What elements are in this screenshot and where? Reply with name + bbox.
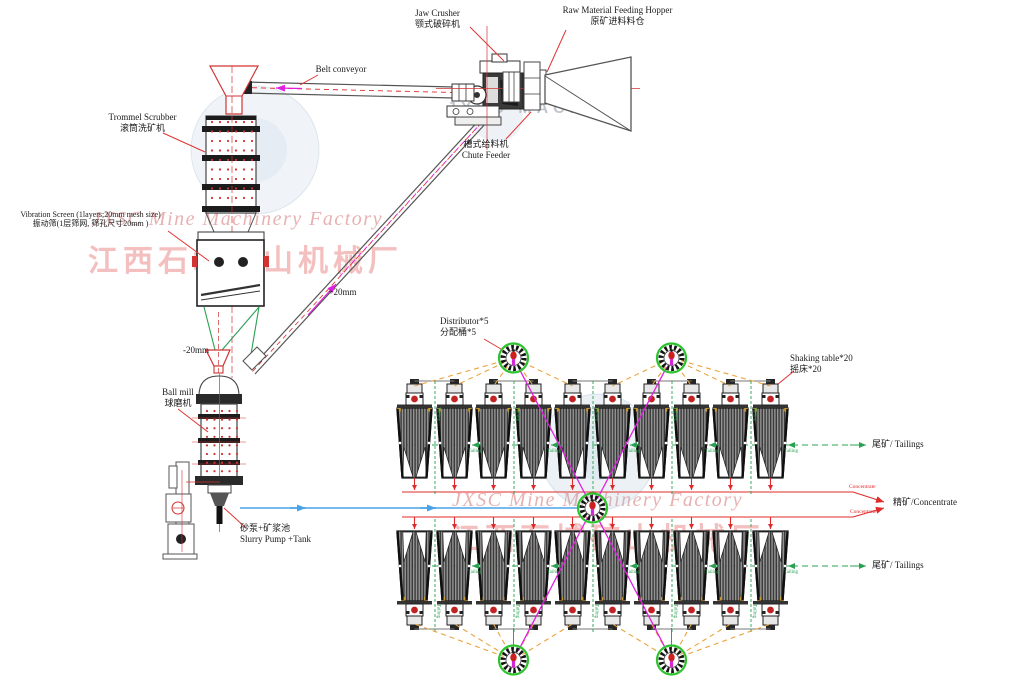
tailing-centerline-label: Tailing bbox=[436, 407, 441, 422]
jaw-crusher-label: Jaw Crusher 颚式破碎机 bbox=[414, 8, 460, 29]
shaking-table bbox=[515, 530, 552, 630]
table-drive-motor bbox=[761, 379, 780, 406]
chute-feeder-label: 槽式给料机 Chute Feeder bbox=[461, 139, 511, 160]
tailing-line-label: Tailing bbox=[705, 449, 720, 454]
concentrate-lines bbox=[402, 491, 885, 518]
tailing-centerline-label: Tailing bbox=[515, 407, 520, 422]
hopper-machine bbox=[544, 56, 632, 132]
tailing-line-label: Tailing bbox=[468, 570, 483, 575]
table-drive-motor bbox=[721, 379, 740, 406]
tailing-centerline-label: Tailing bbox=[752, 407, 757, 422]
shaking-table bbox=[752, 530, 789, 630]
vibration-screen-machine bbox=[192, 212, 269, 307]
shaking-table bbox=[515, 379, 552, 479]
shaking-table bbox=[752, 379, 789, 479]
tailing-line-label: Tailing bbox=[626, 449, 641, 454]
table-drive-motor bbox=[761, 603, 780, 630]
trommel-scrubber bbox=[202, 65, 260, 378]
tailings-bottom-label: 尾矿/ Tailings bbox=[872, 560, 924, 570]
shaking-table bbox=[673, 379, 710, 479]
concentrate-line-label-top: Concentrate bbox=[849, 484, 876, 490]
tailing-line-label: Tailing bbox=[547, 449, 562, 454]
shaking-table bbox=[475, 379, 512, 479]
table-drive-motor bbox=[682, 603, 701, 630]
tailing-line-label: Tailing bbox=[784, 449, 799, 454]
table-drive-motor bbox=[642, 603, 661, 630]
undersize-label: -20mm bbox=[183, 345, 209, 355]
machine-dot-grids bbox=[205, 120, 254, 473]
belt-conveyor-label: Belt conveyor bbox=[315, 64, 367, 74]
tailing-centerline-label: Tailing bbox=[594, 604, 599, 619]
undersize-funnel bbox=[205, 312, 231, 380]
shaking-table bbox=[673, 530, 710, 630]
shaking-table bbox=[633, 379, 670, 479]
tailing-line-label: Tailing bbox=[626, 570, 641, 575]
table-drive-motor bbox=[524, 379, 543, 406]
slurry-pump-label: 砂泵+矿浆池 Slurry Pump +Tank bbox=[240, 523, 311, 544]
tailing-centerline-label: Tailing bbox=[673, 604, 678, 619]
tailing-centerline-label: Tailing bbox=[673, 407, 678, 422]
shaking-table bbox=[712, 530, 749, 630]
concentrate-line-label-bottom: Concentrate bbox=[850, 509, 877, 515]
tailing-centerline-label: Tailing bbox=[436, 604, 441, 619]
table-drive-motor bbox=[563, 603, 582, 630]
distributor bbox=[576, 492, 609, 524]
shaking-table bbox=[554, 530, 591, 630]
vibration-screen-label: Vibration Screen (1layers;20mm mesh size… bbox=[20, 210, 161, 229]
ball-mill-machine bbox=[192, 374, 246, 532]
distributor bbox=[497, 644, 530, 676]
tailing-centerline-label: Tailing bbox=[752, 604, 757, 619]
distributor bbox=[655, 342, 688, 374]
shaking-table bbox=[436, 379, 473, 479]
shaking-table bbox=[712, 379, 749, 479]
tailing-line-label: Tailing bbox=[468, 449, 483, 454]
ball-mill-label: Ball mill 球磨机 bbox=[162, 387, 194, 408]
shaking-table-label: Shaking table*20 摇床*20 bbox=[790, 353, 853, 374]
shaking-table bbox=[594, 530, 631, 630]
trommel-label: Trommel Scrubber 滚筒洗矿机 bbox=[108, 112, 177, 133]
shaking-table bbox=[436, 530, 473, 630]
shaking-table bbox=[396, 530, 433, 630]
distributors bbox=[497, 342, 688, 676]
table-drive-motor bbox=[642, 379, 661, 406]
tailings-top-label: 尾矿/ Tailings bbox=[872, 439, 924, 449]
table-drive-motor bbox=[721, 603, 740, 630]
table-drive-motor bbox=[405, 379, 424, 406]
distributor bbox=[497, 342, 530, 374]
screen-discharge-lines bbox=[203, 306, 260, 361]
oversize-label: +20mm bbox=[328, 287, 357, 297]
tailing-line-label: Tailing bbox=[705, 570, 720, 575]
tailing-line-label: Tailing bbox=[784, 570, 799, 575]
table-drive-motor bbox=[682, 379, 701, 406]
tailing-centerline-label: Tailing bbox=[594, 407, 599, 422]
table-drive-motor bbox=[603, 603, 622, 630]
distributor bbox=[655, 644, 688, 676]
distributor-label: Distributor*5 分配桶*5 bbox=[440, 316, 489, 337]
tailing-line-label: Tailing bbox=[547, 570, 562, 575]
table-drive-motor bbox=[445, 603, 464, 630]
shaking-table bbox=[554, 379, 591, 479]
tailing-centerline-label: Tailing bbox=[515, 604, 520, 619]
shaking-table bbox=[594, 379, 631, 479]
table-drive-motor bbox=[484, 603, 503, 630]
table-drive-motor bbox=[405, 603, 424, 630]
shaking-table bbox=[475, 530, 512, 630]
hopper-label: Raw Material Feeding Hopper 原矿进料料仓 bbox=[562, 5, 673, 26]
incline-conveyor bbox=[242, 116, 488, 375]
concentrate-label: 精矿/Concentrate bbox=[893, 497, 957, 507]
chute-feeder-machine bbox=[502, 61, 547, 111]
table-drive-motor bbox=[484, 379, 503, 406]
table-drive-motor bbox=[524, 603, 543, 630]
shaking-table bbox=[396, 379, 433, 479]
slurry-pump-machine bbox=[162, 461, 220, 560]
shaking-table bbox=[633, 530, 670, 630]
